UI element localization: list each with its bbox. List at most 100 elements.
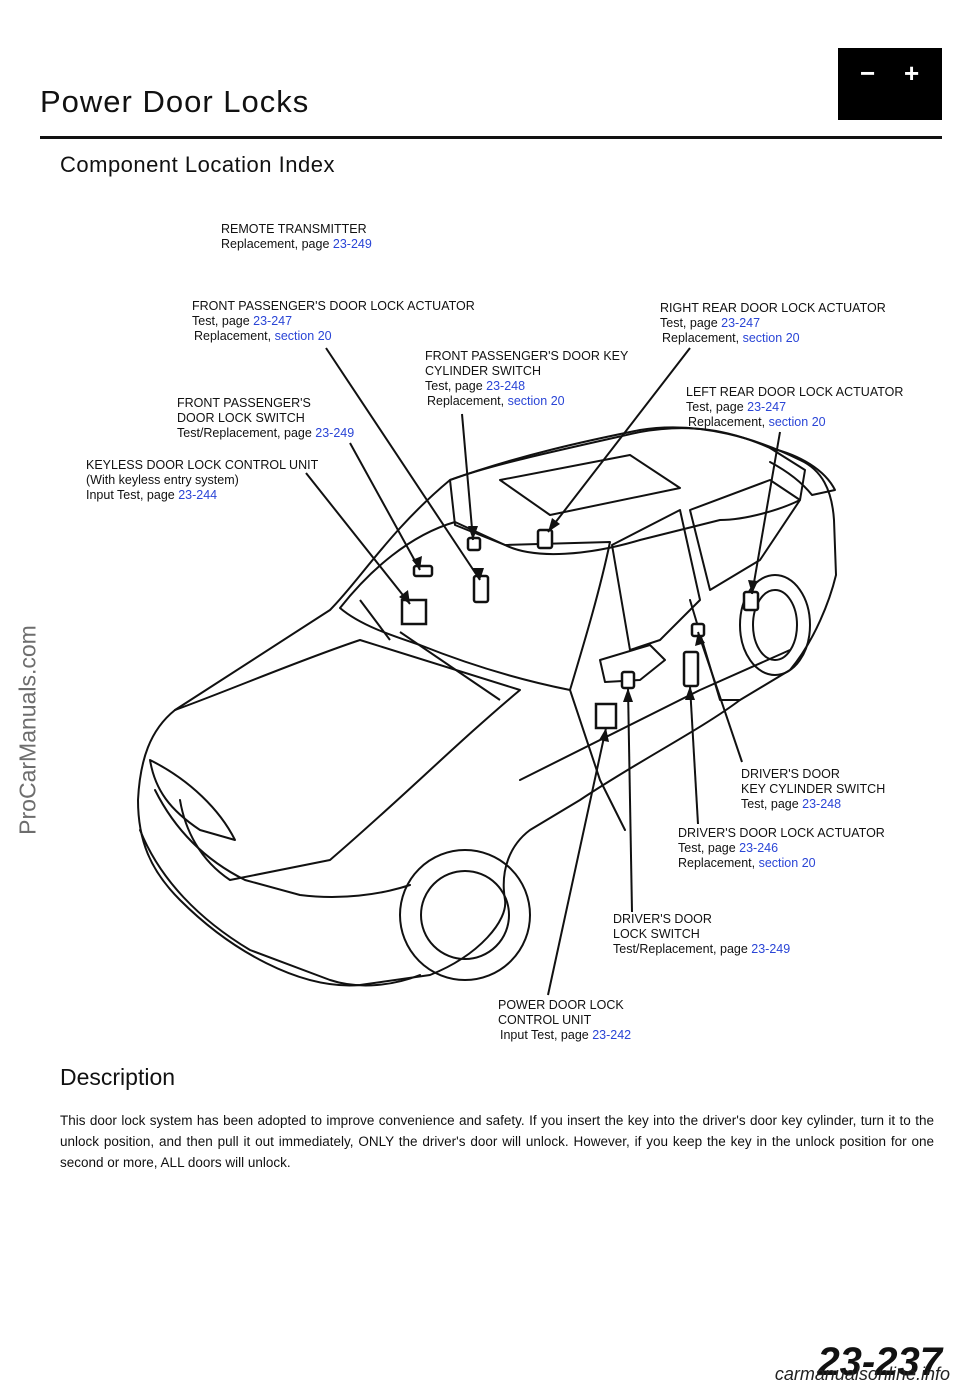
dr-lock-switch-shape xyxy=(620,670,636,690)
callout-pdl-ref[interactable]: 23-242 xyxy=(592,1028,632,1042)
callout-dr-switch-title1: DRIVER'S DOOR xyxy=(613,912,712,926)
callout-rr-actuator-repl-ref[interactable]: section 20 xyxy=(742,331,800,345)
leader-rr-actuator xyxy=(547,347,691,533)
car-headlight xyxy=(149,759,236,841)
callout-dr-switch-title2: LOCK SWITCH xyxy=(613,927,700,941)
callout-remote-title: REMOTE TRANSMITTER xyxy=(221,222,367,236)
callout-fp-key-cylinder: FRONT PASSENGER'S DOOR KEY CYLINDER SWIT… xyxy=(425,349,628,409)
rr-actuator-shape xyxy=(536,528,554,550)
callout-keyless-note: (With keyless entry system) xyxy=(86,473,239,487)
car-bumper xyxy=(139,829,421,987)
callout-dr-switch-ref[interactable]: 23-249 xyxy=(751,942,791,956)
callout-fp-key-test-ref[interactable]: 23-248 xyxy=(486,379,526,393)
car-sill xyxy=(519,649,791,781)
battery-minus-symbol: − xyxy=(860,58,876,88)
car-front-wheel xyxy=(399,849,531,981)
leader-lr-actuator xyxy=(751,431,781,595)
callout-rr-actuator: RIGHT REAR DOOR LOCK ACTUATOR Test, page… xyxy=(660,301,886,346)
callout-lr-actuator-test-ref[interactable]: 23-247 xyxy=(747,400,787,414)
battery-icon: − + xyxy=(838,48,942,120)
leader-fp-actuator xyxy=(325,347,481,581)
car-roof xyxy=(449,427,806,556)
battery-plus-symbol: + xyxy=(904,58,920,88)
callout-fp-switch-title1: FRONT PASSENGER'S xyxy=(177,396,311,410)
leader-keyless xyxy=(305,472,411,605)
leader-fp-key xyxy=(461,413,474,541)
callout-lr-actuator-test: Test, page xyxy=(686,400,748,414)
callout-dr-actuator-title: DRIVER'S DOOR LOCK ACTUATOR xyxy=(678,826,885,840)
callout-dr-key-test: Test, page xyxy=(741,797,803,811)
car-front-hub xyxy=(420,870,510,960)
car-hood xyxy=(174,639,521,881)
callout-rr-actuator-test: Test, page xyxy=(660,316,722,330)
car-grille xyxy=(154,789,411,898)
leader-fp-switch xyxy=(349,442,421,571)
description-body: This door lock system has been adopted t… xyxy=(60,1113,934,1170)
callout-rr-actuator-title: RIGHT REAR DOOR LOCK ACTUATOR xyxy=(660,301,886,315)
callout-fp-key-repl-ref[interactable]: section 20 xyxy=(507,394,565,408)
callout-dr-key-title2: KEY CYLINDER SWITCH xyxy=(741,782,886,796)
keyless-control-unit-shape xyxy=(400,598,428,626)
callout-dr-actuator-repl-ref[interactable]: section 20 xyxy=(758,856,816,870)
header-rule xyxy=(40,136,942,139)
callout-fp-key-title2: CYLINDER SWITCH xyxy=(425,364,541,378)
car-body-outline xyxy=(137,426,837,987)
callout-fp-switch-ref[interactable]: 23-249 xyxy=(315,426,355,440)
callout-keyless-title: KEYLESS DOOR LOCK CONTROL UNIT xyxy=(86,458,319,472)
car-windshield xyxy=(339,521,611,691)
callout-lr-actuator-repl: Replacement, xyxy=(688,415,769,429)
callout-keyless-ref[interactable]: 23-244 xyxy=(178,488,218,502)
callout-lr-actuator: LEFT REAR DOOR LOCK ACTUATOR Test, page … xyxy=(686,385,903,430)
site-watermark: carmanualsonline.info xyxy=(774,1364,950,1384)
callout-keyless-test: Input Test, page xyxy=(86,488,179,502)
callout-fp-actuator-repl-ref[interactable]: section 20 xyxy=(274,329,332,343)
callout-lr-actuator-repl-ref[interactable]: section 20 xyxy=(768,415,826,429)
car-spoiler xyxy=(769,447,836,496)
callout-pdl-test: Input Test, page xyxy=(500,1028,593,1042)
section-title: Component Location Index xyxy=(60,152,335,177)
callout-dr-actuator: DRIVER'S DOOR LOCK ACTUATOR Test, page 2… xyxy=(678,826,885,871)
page-number: 23-237 xyxy=(817,1340,942,1384)
callout-fp-actuator-test-ref[interactable]: 23-247 xyxy=(253,314,293,328)
car-sunroof xyxy=(499,454,681,516)
callout-fp-door-lock-switch: FRONT PASSENGER'S DOOR LOCK SWITCH Test/… xyxy=(177,396,354,441)
callout-remote-ref[interactable]: 23-249 xyxy=(332,237,372,251)
callout-remote-transmitter: REMOTE TRANSMITTER Replacement, page 23-… xyxy=(221,222,372,252)
callout-dr-switch-test: Test/Replacement, page xyxy=(613,942,752,956)
callout-dr-actuator-repl: Replacement, xyxy=(678,856,759,870)
dr-actuator-shape xyxy=(682,650,700,688)
callout-pdl-control-unit: POWER DOOR LOCK CONTROL UNIT Input Test,… xyxy=(498,998,631,1043)
callout-dr-lock-switch: DRIVER'S DOOR LOCK SWITCH Test/Replaceme… xyxy=(613,912,790,957)
callout-rr-actuator-test-ref[interactable]: 23-247 xyxy=(721,316,761,330)
watermark-text: ProCarManuals.com xyxy=(14,625,41,835)
callout-dr-key-cylinder: DRIVER'S DOOR KEY CYLINDER SWITCH Test, … xyxy=(741,767,885,812)
callout-rr-actuator-repl: Replacement, xyxy=(662,331,743,345)
callout-fp-switch-title2: DOOR LOCK SWITCH xyxy=(177,411,305,425)
leader-lines xyxy=(305,347,781,996)
leader-pdl-unit xyxy=(547,727,607,996)
callout-fp-actuator-repl: Replacement, xyxy=(194,329,275,343)
callout-dr-key-ref[interactable]: 23-248 xyxy=(802,797,842,811)
callout-dr-actuator-test: Test, page xyxy=(678,841,740,855)
watermark: ProCarManuals.com xyxy=(10,600,46,860)
callout-keyless-unit: KEYLESS DOOR LOCK CONTROL UNIT (With key… xyxy=(86,458,318,503)
callout-dr-key-title1: DRIVER'S DOOR xyxy=(741,767,840,781)
callout-pdl-title2: CONTROL UNIT xyxy=(498,1013,592,1027)
callout-remote-text: Replacement, page xyxy=(221,237,333,251)
car-rear-hub xyxy=(752,589,798,661)
fp-key-cylinder-shape xyxy=(466,536,482,552)
callout-lr-actuator-title: LEFT REAR DOOR LOCK ACTUATOR xyxy=(686,385,904,399)
pdl-control-unit-shape xyxy=(594,702,618,730)
callout-fp-actuator: FRONT PASSENGER'S DOOR LOCK ACTUATOR Tes… xyxy=(192,299,475,344)
callout-fp-actuator-title: FRONT PASSENGER'S DOOR LOCK ACTUATOR xyxy=(192,299,475,313)
car-mirror xyxy=(599,644,666,683)
page-title: Power Door Locks xyxy=(40,84,310,119)
fp-door-lock-switch-shape xyxy=(412,564,434,578)
car-wipers xyxy=(359,599,501,701)
car-front-side-window xyxy=(611,509,701,651)
leader-dr-actuator xyxy=(689,685,699,825)
callout-dr-actuator-test-ref[interactable]: 23-246 xyxy=(739,841,779,855)
car-front-door-line xyxy=(569,689,626,831)
description-heading: Description xyxy=(60,1064,176,1090)
